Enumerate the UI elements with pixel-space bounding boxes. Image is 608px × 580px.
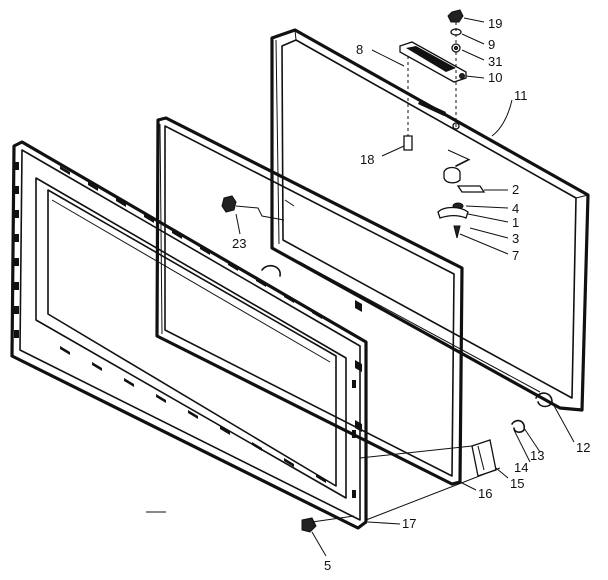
callout-8: 8 bbox=[356, 42, 363, 57]
callout-15: 15 bbox=[510, 476, 524, 491]
callout-labels: 19 9 31 10 8 11 18 2 4 1 3 7 23 12 13 14… bbox=[232, 16, 590, 573]
lower-right-hardware bbox=[359, 392, 553, 521]
callout-19: 19 bbox=[488, 16, 502, 31]
callout-7: 7 bbox=[512, 248, 519, 263]
callout-31: 31 bbox=[488, 54, 502, 69]
leader-lines bbox=[146, 17, 575, 557]
callout-17: 17 bbox=[402, 516, 416, 531]
callout-16: 16 bbox=[478, 486, 492, 501]
callout-14: 14 bbox=[514, 460, 528, 475]
outer-door-frame bbox=[270, 28, 590, 412]
callout-11: 11 bbox=[514, 88, 528, 103]
screw-part-5 bbox=[301, 515, 355, 533]
hinge-assembly bbox=[399, 9, 486, 239]
callout-4: 4 bbox=[512, 201, 519, 216]
callout-12: 12 bbox=[576, 440, 590, 455]
callout-10: 10 bbox=[488, 70, 502, 85]
bottom-edge-perforations bbox=[60, 346, 326, 483]
callout-13: 13 bbox=[530, 448, 544, 463]
seal-frame bbox=[155, 116, 464, 486]
callout-9: 9 bbox=[488, 37, 495, 52]
callout-5: 5 bbox=[324, 558, 331, 573]
callout-3: 3 bbox=[512, 231, 519, 246]
left-edge-tabs bbox=[14, 162, 19, 338]
callout-23: 23 bbox=[232, 236, 246, 251]
callout-2: 2 bbox=[512, 182, 519, 197]
callout-18: 18 bbox=[360, 152, 374, 167]
inner-door-panel bbox=[10, 140, 368, 530]
cam-part-23 bbox=[221, 195, 285, 221]
top-edge-perforations bbox=[60, 166, 322, 319]
callout-1: 1 bbox=[512, 215, 519, 230]
